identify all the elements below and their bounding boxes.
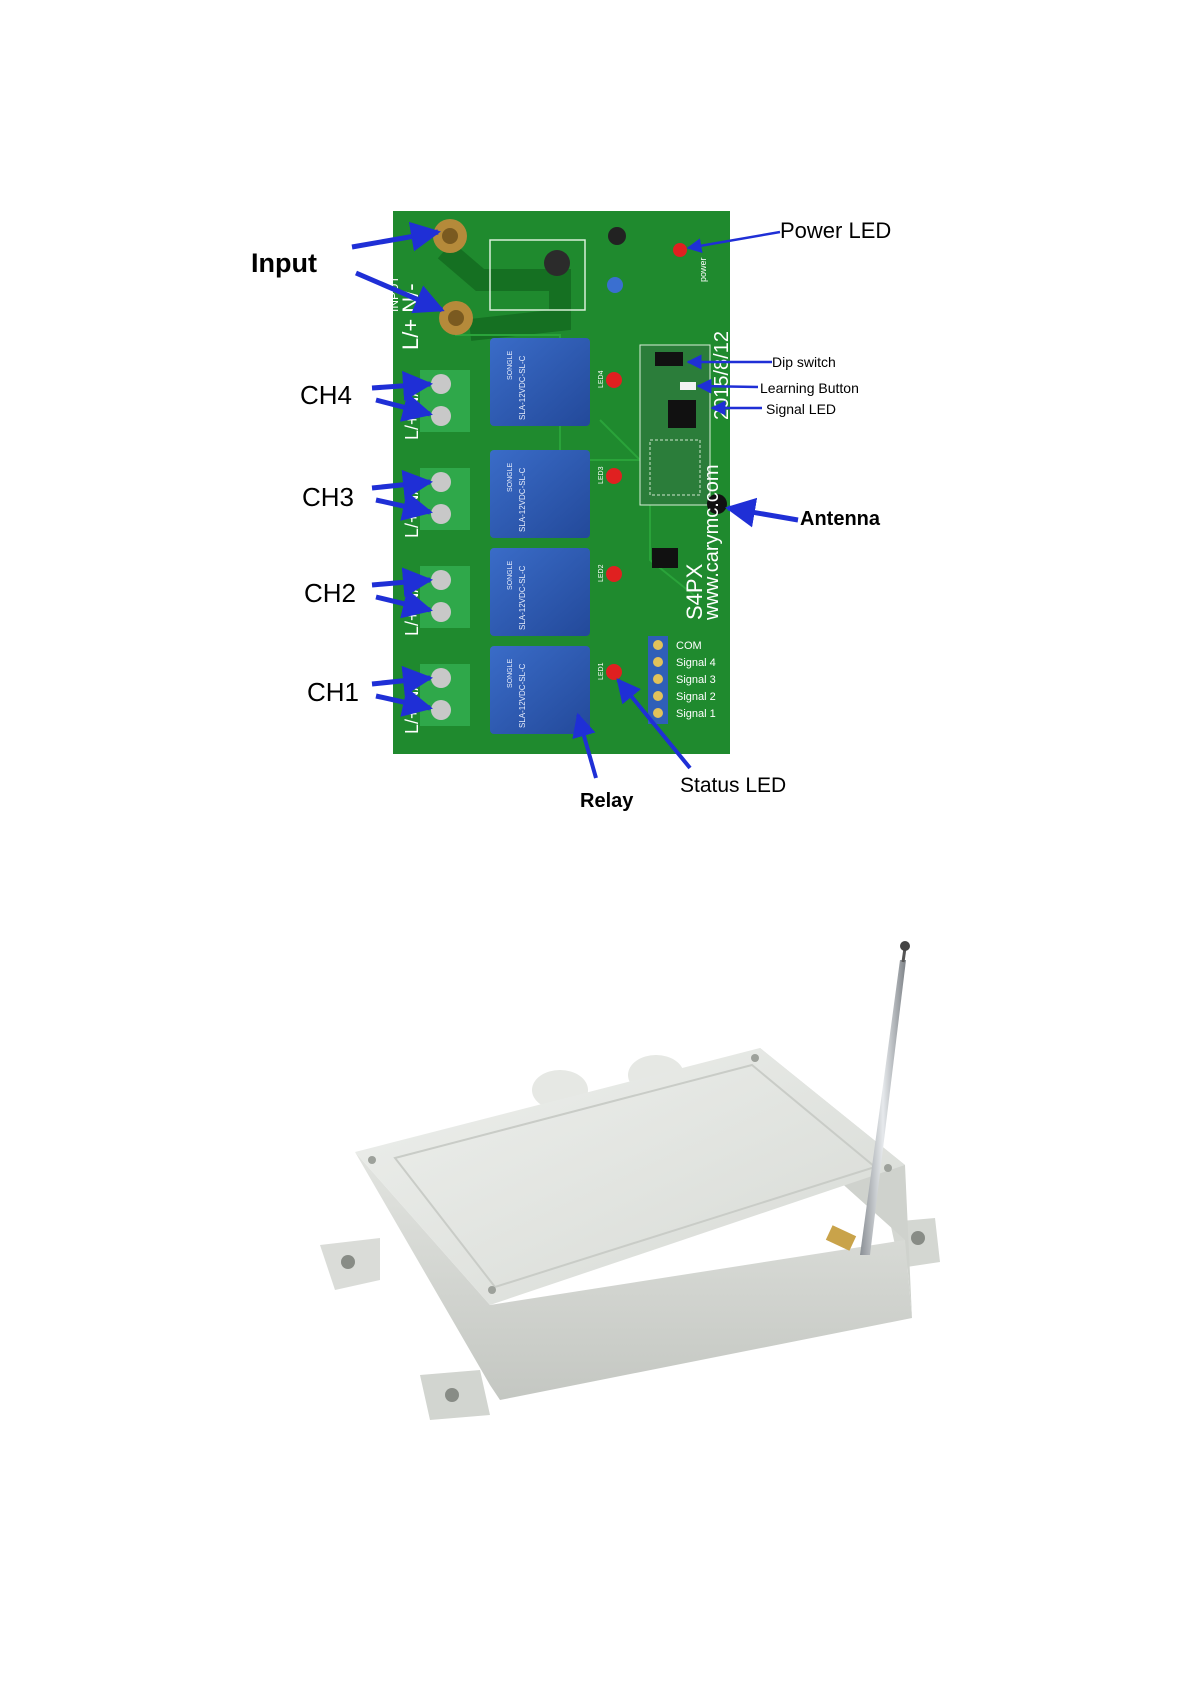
enclosure-front xyxy=(355,1152,912,1400)
arrow-ch1-2 xyxy=(375,687,433,717)
input-post xyxy=(433,219,467,253)
power-circuit-outline xyxy=(489,239,586,311)
arrow-ch1-1 xyxy=(371,665,433,696)
input-post xyxy=(439,301,473,335)
sma-connector xyxy=(825,1225,857,1251)
blue-capacitor xyxy=(607,277,623,293)
pcb-trace xyxy=(437,241,571,341)
relay-text: SLA-12VDC-SL-C xyxy=(518,355,527,420)
relay-brand: SONGLE xyxy=(507,350,514,380)
signal-terminal-3: Signal 3 xyxy=(676,674,716,686)
power-marking: power xyxy=(698,257,708,282)
label-ch4: CH4 xyxy=(300,380,353,410)
board-model: S4PX xyxy=(682,563,707,620)
relay-3: SLA-12VDC-SL-C SONGLE xyxy=(490,450,590,538)
mounting-flange xyxy=(320,1238,380,1290)
relay-2: SLA-12VDC-SL-C SONGLE xyxy=(490,548,590,636)
capacitor xyxy=(544,250,570,276)
screw-hole xyxy=(884,1164,892,1172)
terminal-block-ch1 xyxy=(420,664,470,726)
ic-chip xyxy=(652,548,678,568)
rf-module xyxy=(639,344,711,506)
label-ch1: CH1 xyxy=(307,677,360,707)
led-label: LED3 xyxy=(598,466,605,484)
arrow-ch3-2 xyxy=(375,491,433,521)
input-title: INPUT xyxy=(387,275,401,312)
antenna-tip xyxy=(901,947,907,963)
cable-gland xyxy=(628,1055,684,1095)
arrow-ch3-1 xyxy=(371,469,433,500)
screw-hole xyxy=(488,1286,496,1294)
pcb-board-figure: L/+ N/- INPUT power L/+ N/- L/+ N/- L/+ … xyxy=(351,211,799,779)
board-website: www.carymc.com xyxy=(701,464,723,621)
arrow-antenna xyxy=(725,497,799,528)
label-power-led: Power LED xyxy=(780,218,892,243)
led-label: LED4 xyxy=(598,370,605,388)
terminal-block-ch2 xyxy=(420,566,470,628)
label-signal-led: Signal LED xyxy=(766,401,837,417)
flange-hole xyxy=(445,1388,459,1402)
telescopic-antenna xyxy=(860,960,906,1255)
relay-text: SLA-12VDC-SL-C xyxy=(518,565,527,630)
flange-hole xyxy=(341,1255,355,1269)
terminal-block-ch4 xyxy=(420,370,470,432)
antenna-connector xyxy=(707,494,727,514)
lid-inner-outline xyxy=(393,1063,878,1289)
screw-hole xyxy=(368,1156,376,1164)
label-ch3: CH3 xyxy=(302,482,355,512)
label-ch2: CH2 xyxy=(304,578,357,608)
enclosure-lid xyxy=(355,1048,905,1305)
arrow-status-led xyxy=(616,678,692,770)
mounting-flange xyxy=(420,1370,490,1420)
relay-brand: SONGLE xyxy=(507,560,514,590)
relay-text: SLA-12VDC-SL-C xyxy=(518,663,527,728)
label-antenna: Antenna xyxy=(800,508,880,530)
status-led-3 xyxy=(606,468,622,484)
antenna-ball xyxy=(900,941,910,951)
signal-terminal-2: Signal 2 xyxy=(676,691,716,703)
board-date: 2015/8/12 xyxy=(711,331,733,420)
label-dip-switch: Dip switch xyxy=(772,354,836,370)
flange-hole xyxy=(911,1231,925,1245)
pcb-trace xyxy=(599,419,701,601)
label-status-led: Status LED xyxy=(680,774,787,797)
status-led-4 xyxy=(606,372,622,388)
cable-gland xyxy=(532,1070,588,1110)
screw-hole xyxy=(751,1054,759,1062)
signal-terminal-1: Signal 1 xyxy=(676,708,716,720)
relay-brand: SONGLE xyxy=(507,462,514,492)
led-label: LED1 xyxy=(598,662,605,680)
relay-brand: SONGLE xyxy=(507,658,514,688)
arrow-ch4-2 xyxy=(375,392,433,422)
led-label: LED2 xyxy=(598,564,605,582)
arrow-input-2 xyxy=(355,270,445,314)
signal-terminal-block xyxy=(648,636,668,724)
arrow-input-1 xyxy=(351,221,441,252)
terminal-block-ch3 xyxy=(420,468,470,530)
signal-terminal-4: Signal 4 xyxy=(676,657,716,669)
label-input: Input xyxy=(251,248,317,278)
power-led xyxy=(673,243,687,257)
relay-4: SLA-12VDC-SL-C SONGLE xyxy=(490,338,590,426)
enclosure-side xyxy=(760,1048,912,1318)
mounting-flange xyxy=(890,1218,940,1268)
arrow-ch2-1 xyxy=(371,567,433,598)
arrow-ch4-1 xyxy=(371,370,433,401)
relay-1: SLA-12VDC-SL-C SONGLE xyxy=(490,646,590,734)
status-led-1 xyxy=(606,664,622,680)
signal-terminal-com: COM xyxy=(676,640,702,652)
arrow-ch2-2 xyxy=(375,589,433,619)
label-relay: Relay xyxy=(580,790,634,812)
capacitor xyxy=(608,227,626,245)
arrow-power-led xyxy=(686,230,781,254)
status-led-2 xyxy=(606,566,622,582)
relay-text: SLA-12VDC-SL-C xyxy=(518,467,527,532)
label-learning-button: Learning Button xyxy=(760,380,859,396)
arrow-relay xyxy=(572,712,598,779)
arrow-learning-button xyxy=(696,378,759,394)
